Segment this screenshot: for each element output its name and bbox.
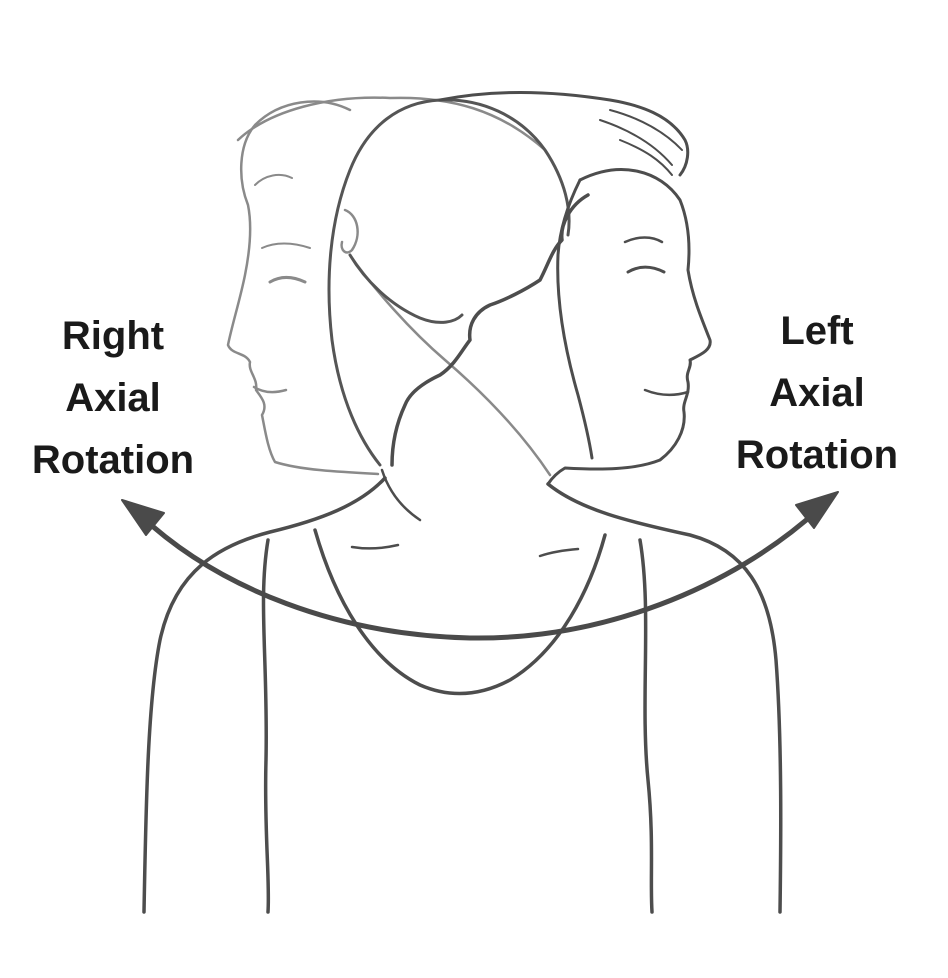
left-shoulder-line bbox=[142, 476, 387, 914]
torso-outline bbox=[142, 468, 783, 914]
right-inner-arm bbox=[638, 538, 654, 914]
neckline bbox=[313, 528, 607, 696]
head-facing-right bbox=[390, 90, 712, 486]
left-head-hair bbox=[236, 96, 547, 152]
right-shoulder-line bbox=[546, 482, 783, 914]
right-label-line-2: Axial bbox=[65, 376, 161, 420]
right-label-line-1: Right bbox=[61, 314, 165, 358]
left-axial-rotation-label: Left Axial Rotation bbox=[712, 300, 922, 486]
left-head-eye bbox=[268, 276, 307, 284]
left-head-mouth bbox=[252, 385, 288, 394]
rotation-arrow bbox=[121, 491, 839, 641]
left-collarbone bbox=[350, 543, 400, 550]
left-label-line-1: Left bbox=[780, 309, 854, 353]
back-head-hairline bbox=[348, 253, 464, 324]
right-head-brow bbox=[623, 236, 664, 244]
arrowhead-left-icon bbox=[121, 499, 165, 536]
left-label-line-3: Rotation bbox=[735, 433, 899, 477]
neck-left bbox=[380, 468, 422, 522]
left-head-ear bbox=[340, 208, 359, 254]
head-facing-left bbox=[226, 96, 552, 477]
arrowhead-right-icon bbox=[795, 491, 839, 529]
left-head-hair-strand bbox=[254, 173, 293, 186]
right-axial-rotation-label: Right Axial Rotation bbox=[4, 305, 222, 491]
right-head-hair bbox=[438, 90, 690, 177]
right-collarbone bbox=[538, 547, 580, 558]
left-head-profile bbox=[226, 100, 380, 476]
left-head-brow bbox=[261, 242, 311, 249]
right-head-mouth bbox=[643, 388, 690, 396]
rotation-arrow-curve bbox=[137, 505, 823, 641]
back-head-outline bbox=[327, 98, 571, 467]
head-back bbox=[327, 98, 571, 467]
right-head-profile bbox=[546, 168, 712, 486]
right-head-eye bbox=[626, 265, 666, 274]
right-head-hair-lines bbox=[599, 109, 683, 176]
left-label-line-2: Axial bbox=[769, 371, 865, 415]
right-label-line-3: Rotation bbox=[31, 438, 195, 482]
right-head-ear-wave bbox=[390, 193, 590, 467]
